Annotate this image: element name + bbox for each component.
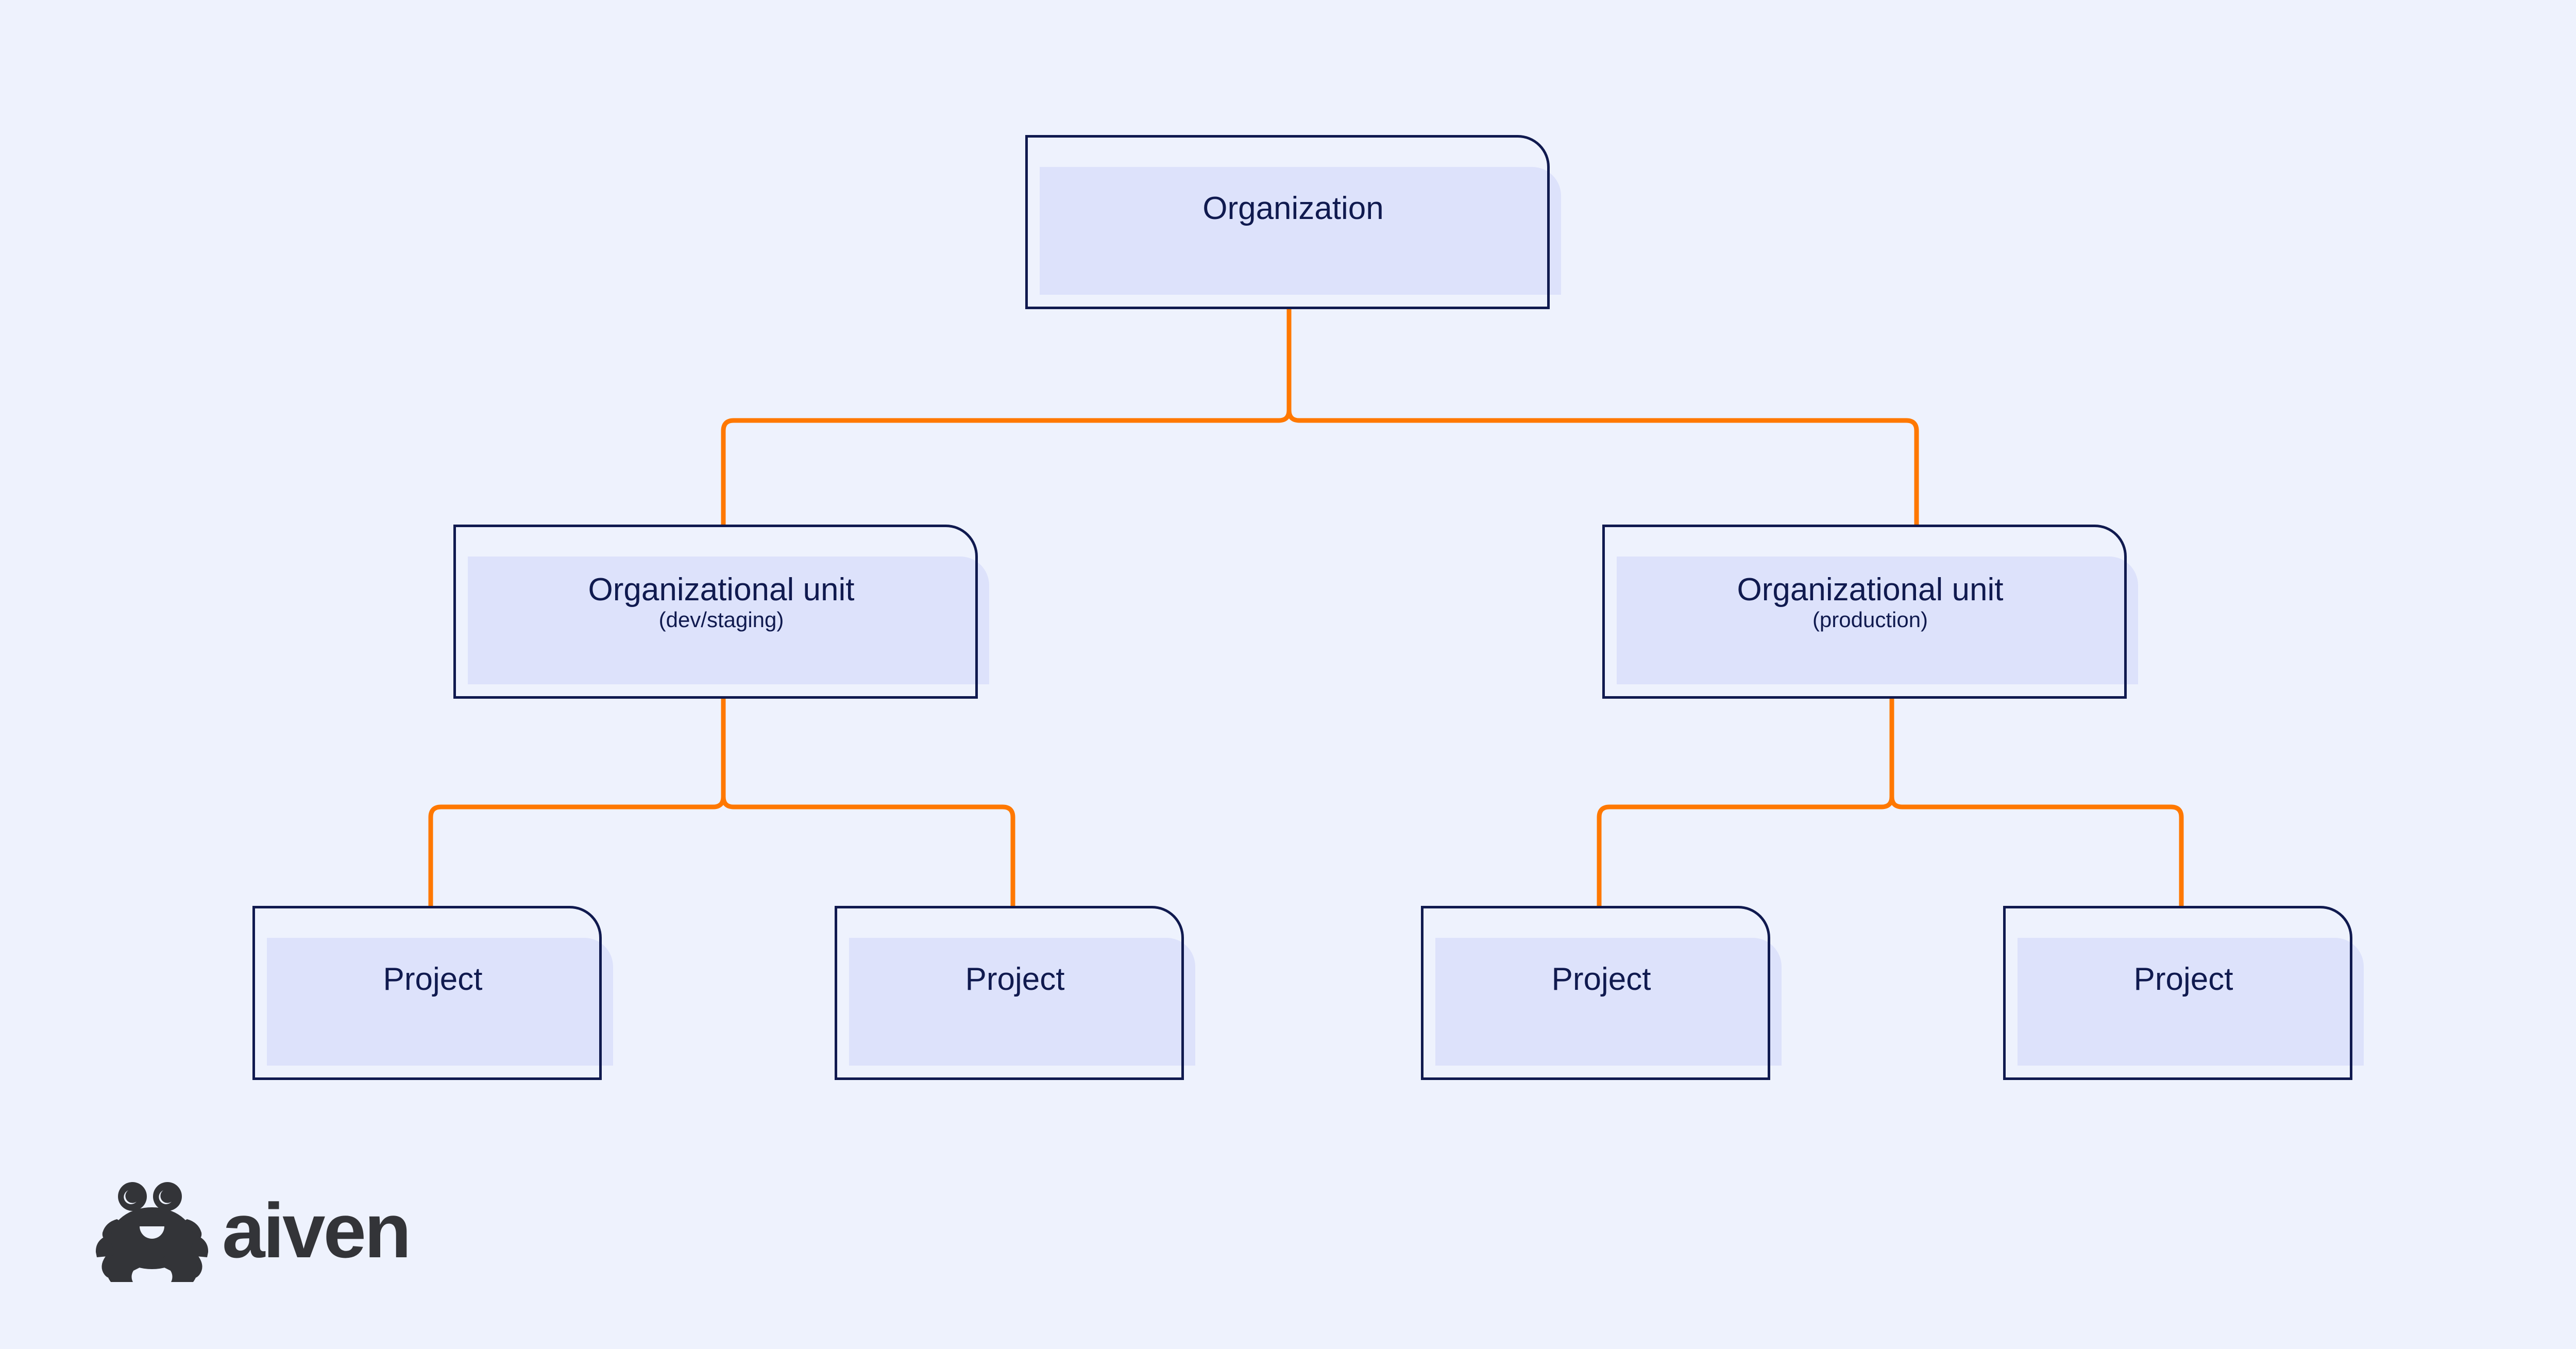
node-project-4-title: Project <box>2133 962 2233 997</box>
node-project-1-outline <box>252 906 602 1080</box>
node-organization-label: Organization <box>1025 191 1561 226</box>
edge-organization-to-ou-dev <box>721 410 1292 527</box>
node-organization[interactable]: Organization <box>1025 135 1561 310</box>
node-project-2-outline <box>835 906 1184 1080</box>
edge-organization-to-ou-prod <box>1286 410 1919 527</box>
node-organization-outline <box>1025 135 1550 309</box>
node-ou-prod-title: Organizational unit <box>1737 572 2004 608</box>
crab-icon <box>95 1182 209 1282</box>
node-ou-dev[interactable]: Organizational unit (dev/staging) <box>453 525 989 700</box>
edge-ou-dev-to-project-1 <box>428 796 726 908</box>
node-ou-prod-subtitle: (production) <box>1812 608 1928 632</box>
node-project-3-outline <box>1421 906 1770 1080</box>
node-project-3[interactable]: Project <box>1421 906 1782 1081</box>
node-ou-prod-fill <box>1617 557 2138 684</box>
aiven-wordmark: aiven <box>222 1187 412 1274</box>
node-ou-dev-title: Organizational unit <box>588 572 855 608</box>
edge-ou-prod-to-project-4 <box>1889 796 2184 908</box>
aiven-logo: aiven <box>95 1179 412 1282</box>
node-ou-prod-label: Organizational unit (production) <box>1602 572 2138 632</box>
node-project-2[interactable]: Project <box>835 906 1195 1081</box>
node-project-1-title: Project <box>383 962 483 997</box>
node-ou-prod[interactable]: Organizational unit (production) <box>1602 525 2138 700</box>
node-project-2-title: Project <box>965 962 1065 997</box>
node-project-1-label: Project <box>252 962 613 997</box>
node-project-1[interactable]: Project <box>252 906 613 1081</box>
node-project-3-title: Project <box>1551 962 1651 997</box>
node-project-1-fill <box>267 938 613 1066</box>
node-organization-title: Organization <box>1202 191 1384 226</box>
node-project-4-outline <box>2003 906 2352 1080</box>
node-ou-dev-outline <box>453 525 978 699</box>
node-project-3-label: Project <box>1421 962 1782 997</box>
node-organization-fill <box>1040 167 1561 295</box>
node-project-4-label: Project <box>2003 962 2364 997</box>
node-project-4-fill <box>2018 938 2364 1066</box>
node-project-4[interactable]: Project <box>2003 906 2364 1081</box>
node-ou-dev-subtitle: (dev/staging) <box>658 608 784 632</box>
node-ou-prod-outline <box>1602 525 2127 699</box>
edge-ou-prod-to-project-3 <box>1597 796 1894 908</box>
edge-ou-dev-to-project-2 <box>721 796 1015 908</box>
node-project-3-fill <box>1435 938 1782 1066</box>
node-ou-dev-fill <box>468 557 989 684</box>
node-project-2-fill <box>849 938 1195 1066</box>
node-ou-dev-label: Organizational unit (dev/staging) <box>453 572 989 632</box>
node-project-2-label: Project <box>835 962 1195 997</box>
